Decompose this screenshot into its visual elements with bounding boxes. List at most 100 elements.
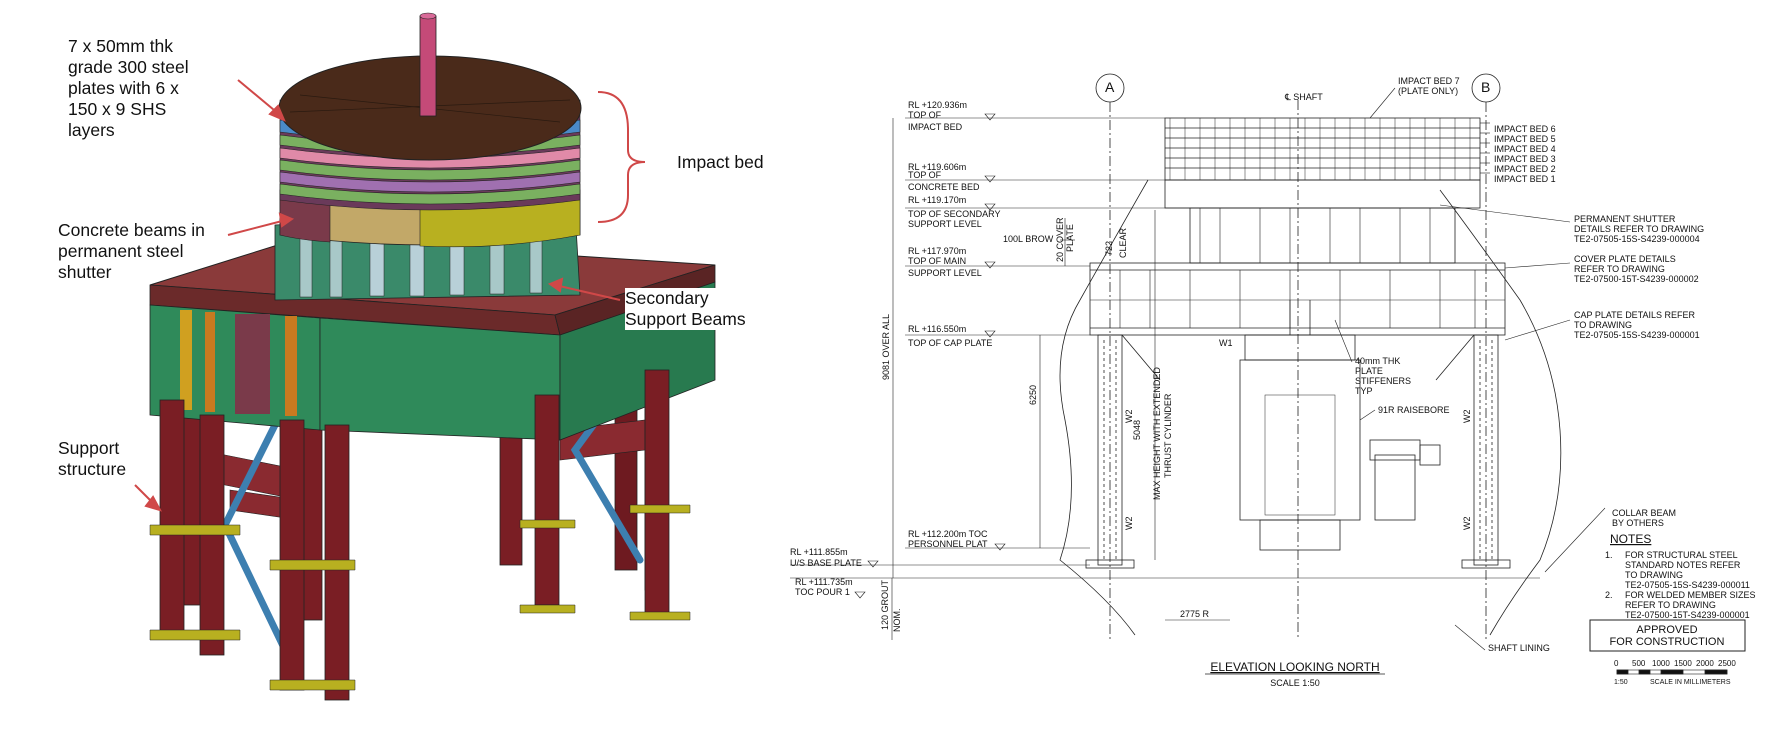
stiffener-label: PLATE bbox=[1355, 366, 1383, 376]
level-rl: RL +116.550m bbox=[908, 324, 966, 334]
level-desc: TOP OF bbox=[908, 170, 942, 180]
main-support-frame bbox=[1089, 262, 1506, 336]
level-desc: TOP OF SECONDARY bbox=[908, 209, 1001, 219]
stiffener-label: TYP bbox=[1355, 386, 1373, 396]
level-desc: SUPPORT LEVEL bbox=[908, 219, 982, 229]
clear-label: CLEAR bbox=[1118, 227, 1128, 258]
scale-bar bbox=[1616, 669, 1728, 675]
w2-label: W2 bbox=[1124, 410, 1134, 424]
impact-bed-brace bbox=[597, 91, 646, 223]
brow-label: 100L BROW bbox=[1003, 234, 1054, 244]
w2-label: W2 bbox=[1124, 517, 1134, 531]
level-rl: RL +119.170m bbox=[908, 195, 966, 205]
impact-bed-7-label: IMPACT BED 7 bbox=[1398, 76, 1460, 86]
radius-label: 2775 R bbox=[1180, 609, 1210, 619]
scale-units: SCALE IN MILLIMETERS bbox=[1650, 679, 1731, 686]
level-rl: RL +112.200m TOC bbox=[908, 529, 988, 539]
support-structure-callout: Support structure bbox=[58, 438, 127, 479]
support-structure-front-legs bbox=[149, 369, 691, 701]
level-desc: SUPPORT LEVEL bbox=[908, 268, 982, 278]
note-line: TO DRAWING bbox=[1625, 570, 1683, 580]
stiffener-label: STIFFENERS bbox=[1355, 376, 1411, 386]
level-rl: RL +120.936m bbox=[908, 100, 967, 110]
level-rl: RL +117.970m bbox=[908, 246, 966, 256]
shaft-label: ℄ SHAFT bbox=[1284, 92, 1323, 102]
secondary-support-callout: Secondary Support Beams bbox=[625, 288, 746, 330]
callout-arrows bbox=[134, 79, 621, 512]
nom-label: NOM. bbox=[892, 609, 902, 633]
note-line: FOR STRUCTURAL STEEL bbox=[1625, 550, 1738, 560]
note-line: REFER TO DRAWING bbox=[1625, 600, 1716, 610]
scale-tick: 0 bbox=[1614, 659, 1619, 668]
notes-title: NOTES bbox=[1610, 532, 1651, 546]
3d-model-view bbox=[134, 12, 716, 701]
note-line: TE2-07500-15T-S4239-000001 bbox=[1625, 610, 1750, 620]
cover-plate-note: REFER TO DRAWING bbox=[1574, 264, 1665, 274]
impact-bed-label: IMPACT BED 2 bbox=[1494, 164, 1556, 174]
level-desc: TOC POUR 1 bbox=[795, 587, 850, 597]
level-desc: TOP OF CAP PLATE bbox=[908, 338, 992, 348]
dimension-6250: 6250 bbox=[1028, 385, 1038, 405]
dimension-lines bbox=[891, 118, 1230, 640]
scale-ratio: 1:50 bbox=[1614, 679, 1628, 686]
w1-label: W1 bbox=[1219, 338, 1233, 348]
note-number: 2. bbox=[1605, 590, 1613, 600]
level-rl: RL +111.855m bbox=[790, 547, 848, 557]
drawing-scale: SCALE 1:50 bbox=[1270, 678, 1320, 688]
impact-beds-stack bbox=[1164, 117, 1481, 209]
cap-plate-note: TE2-07505-15S-S4239-000001 bbox=[1574, 330, 1700, 340]
support-columns bbox=[1085, 334, 1511, 569]
cover-plate-dimension: 20 COVER bbox=[1055, 217, 1065, 262]
collar-beam-note: COLLAR BEAM bbox=[1612, 508, 1676, 518]
impact-bed-label: IMPACT BED 4 bbox=[1494, 144, 1556, 154]
drawing-title: ELEVATION LOOKING NORTH bbox=[1210, 660, 1379, 674]
scale-tick: 500 bbox=[1632, 659, 1646, 668]
shutter-note: PERMANENT SHUTTER bbox=[1574, 214, 1676, 224]
stiffener-label: 40mm THK bbox=[1355, 356, 1400, 366]
elevation-labels: A B ℄ SHAFT IMPACT BED 7 (PLATE ONLY) IM… bbox=[790, 76, 1756, 688]
scale-tick: 2500 bbox=[1718, 659, 1736, 668]
note-line: TE2-07505-15S-S4239-000011 bbox=[1625, 580, 1750, 590]
cover-plate-note: TE2-07500-15T-S4239-000002 bbox=[1574, 274, 1699, 284]
shutter-note: TE2-07505-15S-S4239-000004 bbox=[1574, 234, 1700, 244]
impact-bed-label: IMPACT BED 1 bbox=[1494, 174, 1556, 184]
shaft-lining-right bbox=[1439, 189, 1562, 636]
cap-plate-note: CAP PLATE DETAILS REFER bbox=[1574, 310, 1696, 320]
shaft-lining-left bbox=[1059, 179, 1149, 636]
w2-label: W2 bbox=[1462, 410, 1472, 424]
level-desc: CONCRETE BED bbox=[908, 182, 980, 192]
stamp-line: FOR CONSTRUCTION bbox=[1610, 636, 1725, 648]
impact-bed-label: IMPACT BED 6 bbox=[1494, 124, 1556, 134]
impact-bed-callout: Impact bed bbox=[677, 152, 764, 172]
level-desc: PERSONNEL PLAT bbox=[908, 539, 988, 549]
approval-stamp-box bbox=[1589, 619, 1746, 652]
level-lines bbox=[790, 113, 1540, 599]
overall-dimension: 9081 OVER ALL bbox=[881, 314, 891, 380]
level-desc: TOP OF MAIN bbox=[908, 256, 966, 266]
stamp-line: APPROVED bbox=[1636, 624, 1697, 636]
plates-callout: 7 x 50mm thk grade 300 steel plates with… bbox=[68, 36, 189, 140]
clear-dimension: 722 bbox=[1104, 241, 1114, 256]
note-line: STANDARD NOTES REFER bbox=[1625, 560, 1741, 570]
thrust-label: THRUST CYLINDER bbox=[1163, 393, 1173, 478]
grid-label-a: A bbox=[1105, 79, 1115, 95]
level-rl: RL +119.606m bbox=[908, 162, 966, 172]
shutter-note: DETAILS REFER TO DRAWING bbox=[1574, 224, 1704, 234]
impact-bed-label: IMPACT BED 5 bbox=[1494, 134, 1556, 144]
concrete-beams-callout: Concrete beams in permanent steel shutte… bbox=[58, 220, 205, 282]
level-desc: U/S BASE PLATE bbox=[790, 558, 862, 568]
secondary-support-frame bbox=[1189, 207, 1456, 264]
cap-plate-note: TO DRAWING bbox=[1574, 320, 1632, 330]
leader-lines bbox=[1334, 87, 1606, 651]
grid-label-b: B bbox=[1481, 79, 1490, 95]
cover-plate-note: COVER PLATE DETAILS bbox=[1574, 254, 1676, 264]
cover-plate-label: PLATE bbox=[1065, 224, 1075, 252]
elevation-drawing bbox=[790, 73, 1746, 675]
note-line: FOR WELDED MEMBER SIZES bbox=[1625, 590, 1756, 600]
level-desc: IMPACT BED bbox=[908, 122, 963, 132]
level-desc: TOP OF bbox=[908, 110, 942, 120]
max-height-label: MAX HEIGHT WITH EXTENDED bbox=[1152, 367, 1162, 500]
scale-tick: 1000 bbox=[1652, 659, 1670, 668]
note-number: 1. bbox=[1605, 550, 1613, 560]
